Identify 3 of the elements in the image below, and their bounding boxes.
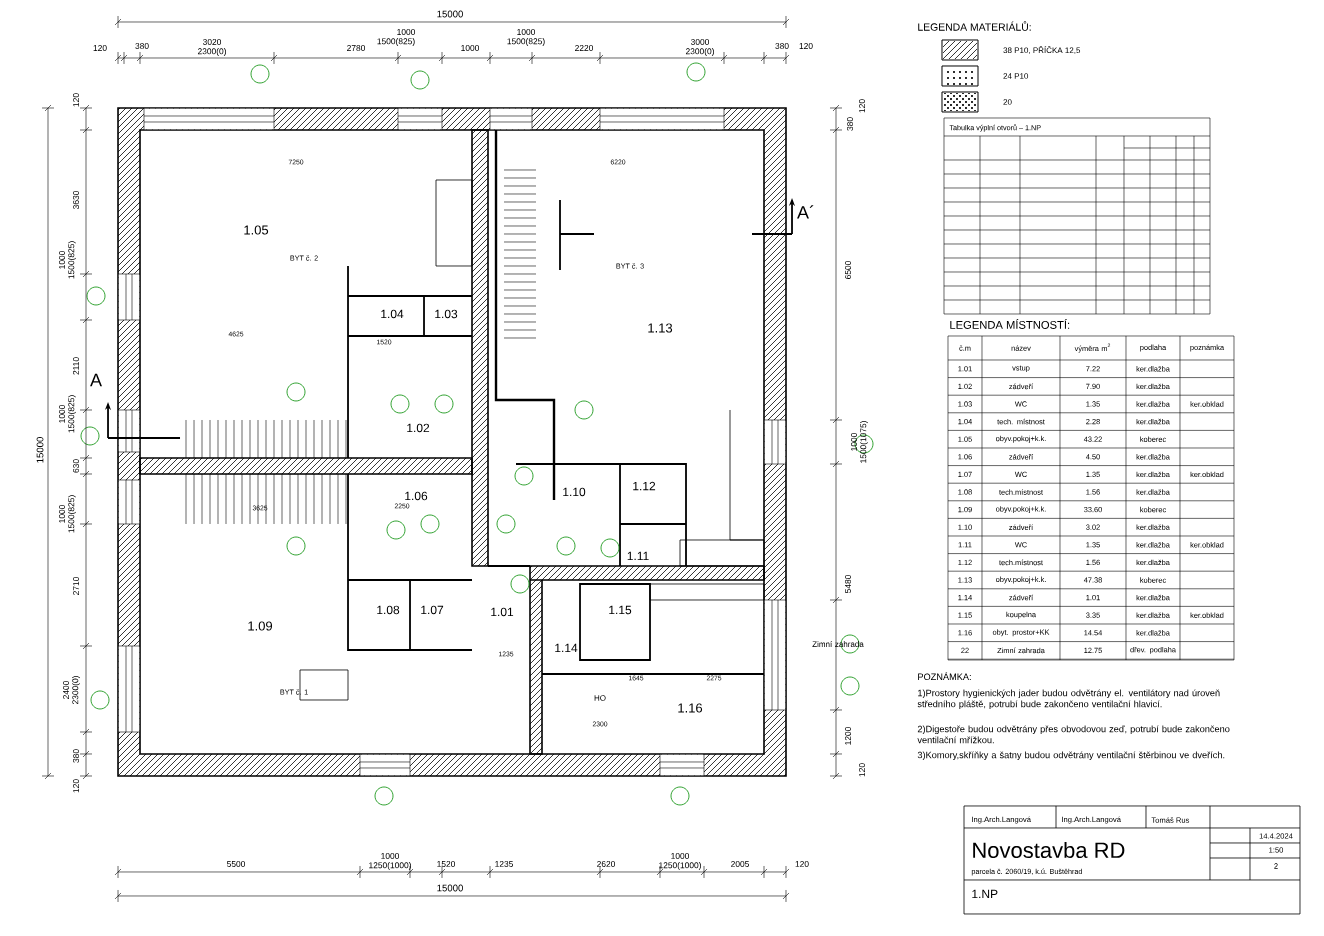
section-label: A´ <box>797 205 814 219</box>
project-title: Novostavba RD <box>973 841 1125 859</box>
section-label: A <box>90 373 102 387</box>
